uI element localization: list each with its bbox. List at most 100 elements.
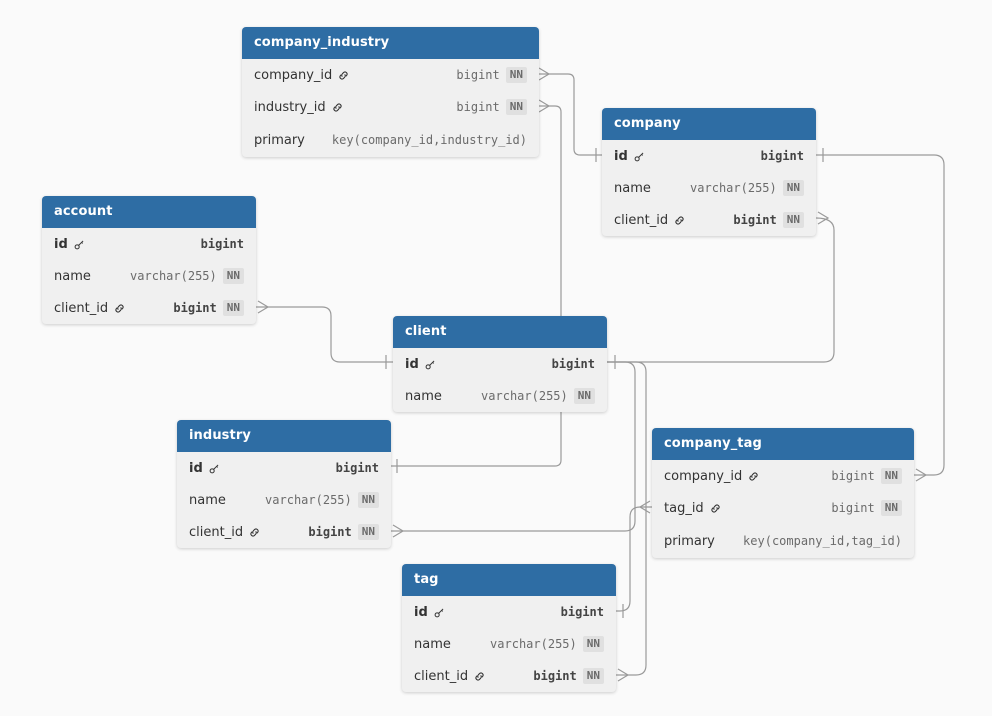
field-name-name: name <box>614 180 651 196</box>
link-icon <box>747 470 760 483</box>
field-row[interactable]: name varchar(255) NN <box>402 628 616 660</box>
field-type: bigint NN <box>308 523 379 541</box>
key-icon <box>633 150 646 163</box>
field-type: bigint NN <box>456 98 527 116</box>
field-type: varchar(255) NN <box>490 635 604 653</box>
entity-fields: id bigint name varchar(255) NN client_i <box>42 228 256 324</box>
field-row[interactable]: tag_id bigint NN <box>652 492 914 524</box>
entity-fields: id bigint name varchar(255) NN client_i <box>177 452 391 548</box>
not-null-badge: NN <box>357 491 379 509</box>
link-icon <box>673 214 686 227</box>
edge-company-tag-to-tag <box>616 500 652 618</box>
entity-tag[interactable]: tag id bigint name varchar(255) NN <box>402 564 616 692</box>
entity-fields: id bigint name varchar(255) NN client_i <box>402 596 616 692</box>
entity-client[interactable]: client id bigint name varchar(255) NN <box>393 316 607 412</box>
field-name-id: id <box>189 461 221 476</box>
entity-account[interactable]: account id bigint name varchar(255) NN <box>42 196 256 324</box>
field-row[interactable]: id bigint <box>177 452 391 484</box>
field-row[interactable]: id bigint <box>42 228 256 260</box>
not-null-badge: NN <box>505 98 527 116</box>
field-row[interactable]: name varchar(255) NN <box>42 260 256 292</box>
not-null-badge: NN <box>880 467 902 485</box>
field-type: bigint <box>760 149 804 163</box>
key-icon <box>433 606 446 619</box>
field-name-id: id <box>54 237 86 252</box>
entity-title: company_industry <box>242 27 539 59</box>
entity-industry[interactable]: industry id bigint name varchar(255) NN <box>177 420 391 548</box>
field-row[interactable]: client_id bigint NN <box>177 516 391 548</box>
edge-account-to-client <box>256 300 393 369</box>
field-row[interactable]: name varchar(255) NN <box>393 380 607 412</box>
not-null-badge: NN <box>582 667 604 685</box>
field-name-tag-id: tag_id <box>664 501 722 516</box>
field-name-company-id: company_id <box>254 68 350 83</box>
primary-key-definition: key(company_id,tag_id) <box>743 534 902 548</box>
primary-keyword: primary <box>254 132 305 148</box>
not-null-badge: NN <box>880 499 902 517</box>
field-row[interactable]: id bigint <box>602 140 816 172</box>
field-type: varchar(255) NN <box>265 491 379 509</box>
field-type: bigint <box>335 461 379 475</box>
not-null-badge: NN <box>222 299 244 317</box>
field-name-name: name <box>54 268 91 284</box>
not-null-badge: NN <box>782 211 804 229</box>
field-row[interactable]: client_id bigint NN <box>42 292 256 324</box>
field-name-client-id: client_id <box>54 301 126 316</box>
field-type: bigint <box>560 605 604 619</box>
field-row[interactable]: id bigint <box>393 348 607 380</box>
link-icon <box>337 69 350 82</box>
not-null-badge: NN <box>505 66 527 84</box>
field-name-id: id <box>405 357 437 372</box>
field-name-industry-id: industry_id <box>254 100 344 115</box>
field-name-client-id: client_id <box>189 525 261 540</box>
primary-key-definition: key(company_id,industry_id) <box>331 133 527 147</box>
field-row[interactable]: industry_id bigint NN <box>242 91 539 123</box>
field-row[interactable]: company_id bigint NN <box>242 59 539 91</box>
edge-company-industry-to-company <box>538 67 602 162</box>
field-name-name: name <box>189 492 226 508</box>
link-icon <box>248 526 261 539</box>
field-type: bigint NN <box>831 499 902 517</box>
field-type: varchar(255) NN <box>481 387 595 405</box>
field-type: bigint NN <box>173 299 244 317</box>
field-row[interactable]: company_id bigint NN <box>652 460 914 492</box>
key-icon <box>73 238 86 251</box>
field-row[interactable]: client_id bigint NN <box>402 660 616 692</box>
field-row[interactable]: name varchar(255) NN <box>177 484 391 516</box>
entity-title: account <box>42 196 256 228</box>
field-row[interactable]: name varchar(255) NN <box>602 172 816 204</box>
field-type: bigint NN <box>831 467 902 485</box>
primary-keyword: primary <box>664 533 715 549</box>
field-type: varchar(255) NN <box>690 179 804 197</box>
field-type: varchar(255) NN <box>130 267 244 285</box>
field-name-id: id <box>414 605 446 620</box>
field-name-name: name <box>414 636 451 652</box>
entity-company-industry[interactable]: company_industry company_id bigint NN in… <box>242 27 539 157</box>
field-type: bigint NN <box>456 66 527 84</box>
primary-key-row: primary key(company_id,industry_id) <box>242 123 539 157</box>
entity-fields: company_id bigint NN industry_id bigint … <box>242 59 539 157</box>
link-icon <box>113 302 126 315</box>
entity-company-tag[interactable]: company_tag company_id bigint NN tag_id <box>652 428 914 558</box>
field-type: bigint <box>200 237 244 251</box>
link-icon <box>473 670 486 683</box>
not-null-badge: NN <box>782 179 804 197</box>
field-type: bigint <box>551 357 595 371</box>
link-icon <box>709 502 722 515</box>
field-row[interactable]: client_id bigint NN <box>602 204 816 236</box>
primary-key-row: primary key(company_id,tag_id) <box>652 524 914 558</box>
key-icon <box>208 462 221 475</box>
entity-company[interactable]: company id bigint name varchar(255) NN <box>602 108 816 236</box>
entity-fields: id bigint name varchar(255) NN client_i <box>602 140 816 236</box>
field-name-company-id: company_id <box>664 469 760 484</box>
entity-title: company <box>602 108 816 140</box>
field-row[interactable]: id bigint <box>402 596 616 628</box>
field-type: bigint NN <box>733 211 804 229</box>
key-icon <box>424 358 437 371</box>
field-type: bigint NN <box>533 667 604 685</box>
not-null-badge: NN <box>573 387 595 405</box>
not-null-badge: NN <box>222 267 244 285</box>
not-null-badge: NN <box>357 523 379 541</box>
entity-title: client <box>393 316 607 348</box>
